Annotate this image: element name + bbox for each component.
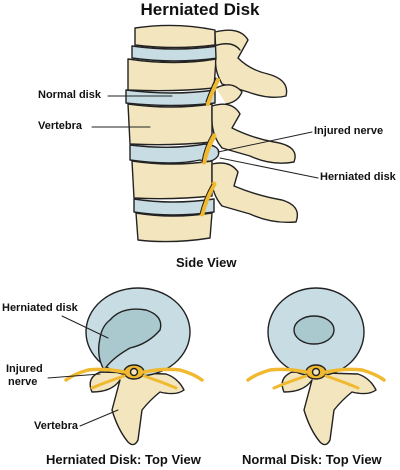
spinous-process-3 <box>211 162 299 224</box>
label-injured-nerve-top-2: nerve <box>8 376 38 388</box>
injured-nerve-side <box>201 133 217 165</box>
vertebra-body-4 <box>131 160 213 200</box>
vertebra-body-2 <box>127 58 217 92</box>
vertebra-body-3 <box>127 103 213 146</box>
nerve-top-normal <box>246 367 308 382</box>
label-injured-nerve: Injured nerve <box>314 125 384 137</box>
normal-disk-side-4 <box>133 198 215 216</box>
normal-disk-side-2 <box>125 89 216 107</box>
leader-herniated-disk-top <box>61 315 109 339</box>
caption-normal-top-view: Normal Disk: Top View <box>242 452 382 467</box>
label-vertebra: Vertebra <box>38 120 83 132</box>
caption-herniated-top-view: Herniated Disk: Top View <box>46 452 201 467</box>
nerve-root-1 <box>205 77 217 103</box>
spinous-process-2 <box>211 103 296 164</box>
label-injured-nerve-top-1: Injured <box>6 363 43 375</box>
herniation-bulge <box>97 308 162 371</box>
vertebra-bottom <box>135 212 213 243</box>
vertebra-top-view-herniated <box>89 371 185 446</box>
nerve-root-3 <box>199 181 217 217</box>
label-herniated-disk-top: Herniated disk <box>2 302 78 314</box>
normal-top-view <box>246 287 386 446</box>
herniated-disk-side <box>129 143 220 164</box>
diagram-title: Herniated Disk <box>140 0 260 19</box>
vertebra-top <box>134 24 216 49</box>
label-normal-disk: Normal disk <box>38 89 101 101</box>
herniated-top-view <box>64 287 204 446</box>
label-herniated-disk: Herniated disk <box>320 171 396 183</box>
caption-side-view: Side View <box>176 255 237 270</box>
label-vertebra-top: Vertebra <box>34 420 79 432</box>
nucleus-top <box>293 315 335 345</box>
vertebra-top-view-normal <box>281 371 377 446</box>
leader-injured-nerve-top <box>47 373 101 379</box>
normal-disk-side <box>131 45 219 62</box>
leader-herniated-disk <box>219 157 319 179</box>
leader-injured-nerve <box>217 131 313 153</box>
leader-vertebra-top <box>79 409 119 427</box>
